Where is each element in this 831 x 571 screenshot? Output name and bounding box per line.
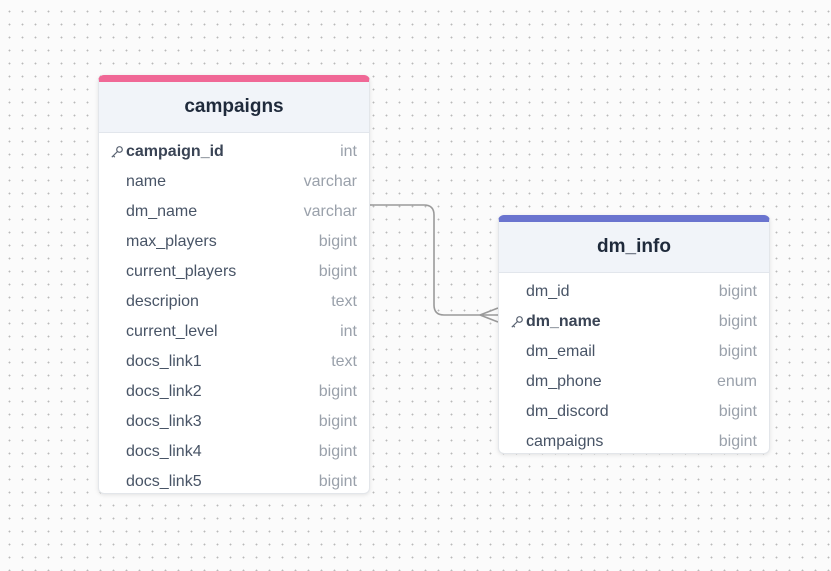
- column-row-dm-name[interactable]: dm_name bigint: [499, 307, 769, 337]
- column-name: dm_id: [526, 283, 570, 300]
- column-row-campaigns[interactable]: campaigns bigint: [499, 427, 769, 453]
- column-type: bigint: [718, 343, 757, 360]
- column-type: int: [340, 323, 357, 340]
- column-type: bigint: [718, 403, 757, 420]
- column-row-dm-id[interactable]: dm_id bigint: [499, 277, 769, 307]
- column-name: dm_discord: [526, 403, 609, 420]
- column-name: dm_phone: [526, 373, 602, 390]
- column-row-dm-email[interactable]: dm_email bigint: [499, 337, 769, 367]
- column-type: bigint: [318, 233, 357, 250]
- column-name: docs_link2: [126, 383, 202, 400]
- table-title: dm_info: [597, 236, 671, 257]
- column-row-dm-discord[interactable]: dm_discord bigint: [499, 397, 769, 427]
- relationship-line[interactable]: [370, 204, 498, 316]
- column-name: campaign_id: [126, 143, 224, 160]
- column-type: bigint: [718, 283, 757, 300]
- column-type: bigint: [318, 473, 357, 490]
- column-type: bigint: [718, 433, 757, 450]
- column-row-name[interactable]: name varchar: [99, 167, 369, 197]
- column-row-docs-link3[interactable]: docs_link3 bigint: [99, 407, 369, 437]
- column-row-max-players[interactable]: max_players bigint: [99, 227, 369, 257]
- column-type: text: [331, 353, 357, 370]
- column-name: max_players: [126, 233, 217, 250]
- column-type: varchar: [303, 173, 357, 190]
- table-title: campaigns: [184, 96, 284, 117]
- column-list: dm_id bigint dm_name bigint dm_email big…: [499, 273, 769, 453]
- column-type: bigint: [318, 413, 357, 430]
- column-type: varchar: [303, 203, 357, 220]
- column-row-current-players[interactable]: current_players bigint: [99, 257, 369, 287]
- column-name: docs_link3: [126, 413, 202, 430]
- column-type: text: [331, 293, 357, 310]
- column-type: bigint: [318, 263, 357, 280]
- column-name: docs_link4: [126, 443, 202, 460]
- column-name: dm_email: [526, 343, 596, 360]
- table-campaigns[interactable]: campaigns campaign_id int name varchar d…: [98, 75, 370, 494]
- column-type: bigint: [718, 313, 757, 330]
- column-row-descripion[interactable]: descripion text: [99, 287, 369, 317]
- crows-foot-icon: [479, 307, 499, 323]
- column-name: current_players: [126, 263, 237, 280]
- column-name: docs_link1: [126, 353, 202, 370]
- column-row-docs-link2[interactable]: docs_link2 bigint: [99, 377, 369, 407]
- table-header-dm-info[interactable]: dm_info: [499, 222, 769, 273]
- column-list: campaign_id int name varchar dm_name var…: [99, 133, 369, 493]
- column-type: int: [340, 143, 357, 160]
- column-name: descripion: [126, 293, 199, 310]
- column-row-docs-link4[interactable]: docs_link4 bigint: [99, 437, 369, 467]
- table-dm-info[interactable]: dm_info dm_id bigint dm_name bigint dm_e…: [498, 215, 770, 454]
- column-name: docs_link5: [126, 473, 202, 490]
- column-row-docs-link1[interactable]: docs_link1 text: [99, 347, 369, 377]
- column-name: dm_name: [526, 313, 601, 330]
- column-row-dm-name[interactable]: dm_name varchar: [99, 197, 369, 227]
- column-row-current-level[interactable]: current_level int: [99, 317, 369, 347]
- column-row-campaign-id[interactable]: campaign_id int: [99, 137, 369, 167]
- column-type: bigint: [318, 383, 357, 400]
- key-icon: [511, 316, 523, 328]
- column-name: name: [126, 173, 167, 190]
- key-icon: [111, 146, 123, 158]
- column-name: current_level: [126, 323, 218, 340]
- column-row-dm-phone[interactable]: dm_phone enum: [499, 367, 769, 397]
- column-name: campaigns: [526, 433, 604, 450]
- column-type: bigint: [318, 443, 357, 460]
- table-header-campaigns[interactable]: campaigns: [99, 82, 369, 133]
- column-type: enum: [716, 373, 757, 390]
- column-name: dm_name: [126, 203, 198, 220]
- column-row-docs-link5[interactable]: docs_link5 bigint: [99, 467, 369, 493]
